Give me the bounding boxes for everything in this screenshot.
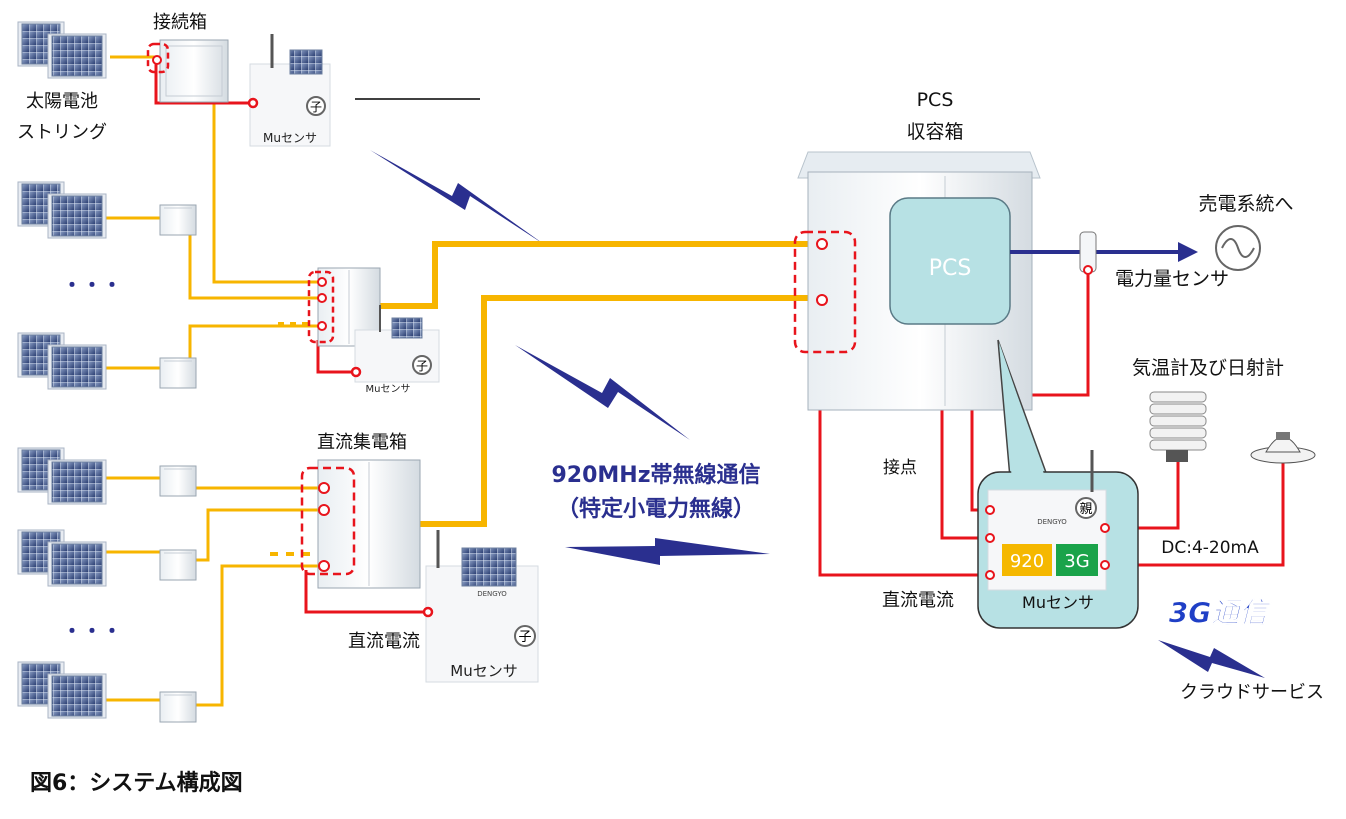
cloud-label: クラウドサービス (1180, 682, 1324, 703)
pyranometer-icon (1250, 432, 1316, 464)
dc-collector-box (300, 459, 421, 589)
comm-3g-label: 3G通信 (1169, 596, 1271, 629)
mu-sensor-child-middle: 子 Muセンサ (350, 305, 440, 395)
power-sensor-label: 電力量センサ (1115, 268, 1229, 290)
pcs-inner-label: PCS (929, 256, 972, 281)
solar-string-2 (18, 182, 106, 238)
wireless-bolt-bottom (565, 538, 770, 565)
solar-string-1 (18, 22, 106, 78)
parent-mark: 親 (1079, 502, 1092, 517)
wireless-label-1: 920MHz帯無線通信 (551, 462, 760, 488)
brand-logo: DENGYO (477, 590, 507, 598)
badge-920-label: 920 (1010, 551, 1044, 572)
dots-bottom: ・・・ (62, 619, 122, 643)
wireless-bolt-middle (515, 345, 690, 440)
badge-920 (1002, 544, 1052, 576)
mu-sensor-child-top: 子 Muセンサ (247, 34, 331, 147)
junction-box-4 (159, 465, 197, 497)
figure-caption: 図6：システム構成図 (30, 770, 243, 796)
grid-arrow (1010, 231, 1198, 275)
solar-string-6 (18, 662, 106, 718)
sensor-label: Muセンサ (366, 383, 411, 395)
junction-box-6 (159, 691, 197, 723)
wireless-bolt-top (370, 150, 545, 245)
3g-bolt (1158, 640, 1265, 678)
pcs-cabinet: PCS (793, 151, 1041, 411)
mu-sensor-child-bottom: DENGYO 子 Muセンサ (422, 530, 539, 683)
junction-box-2 (159, 204, 197, 236)
pcs-box-label-1: PCS (917, 89, 954, 111)
solar-string-label-1: 太陽電池 (26, 91, 98, 112)
dc-trunk-lines (380, 241, 822, 527)
dc-current-right: 直流電流 (882, 590, 954, 611)
dc-current-left: 直流電流 (348, 631, 420, 652)
solar-string-3 (18, 333, 106, 389)
dc-collector-label: 直流集電箱 (317, 432, 407, 453)
brand-logo: DENGYO (1037, 518, 1067, 526)
dc-wiring (106, 55, 322, 707)
sensor-label: Muセンサ (1022, 593, 1094, 612)
sensor-label: Muセンサ (263, 131, 317, 145)
child-mark: 子 (310, 100, 322, 114)
child-mark: 子 (518, 630, 531, 645)
child-mark: 子 (416, 359, 428, 373)
sensor-label: Muセンサ (450, 662, 517, 680)
contact-label: 接点 (883, 458, 917, 478)
dc-signal-label: DC:4-20mA (1161, 538, 1259, 558)
badge-3g (1056, 544, 1098, 576)
junction-box-3 (159, 357, 197, 389)
junction-box-label: 接続箱 (153, 12, 207, 33)
thermometer-icon (1149, 391, 1207, 462)
solar-string-4 (18, 448, 106, 504)
mu-sensor-parent: DENGYO 親 920 3G Muセンサ (985, 450, 1110, 612)
dots-top: ・・・ (62, 273, 122, 297)
dc-dots (270, 322, 310, 556)
pcs-box-label-2: 収容箱 (906, 121, 963, 143)
wireless-label-2: （特定小電力無線） (557, 496, 755, 522)
badge-3g-label: 3G (1064, 551, 1089, 572)
junction-box-5 (159, 549, 197, 581)
weather-sensors-label: 気温計及び日射計 (1132, 357, 1284, 379)
to-grid-label: 売電系統へ (1198, 193, 1293, 215)
junction-box-top (146, 39, 229, 103)
ac-grid-icon (1215, 225, 1261, 271)
solar-string-5 (18, 530, 106, 586)
solar-string-label-2: ストリング (17, 122, 107, 143)
